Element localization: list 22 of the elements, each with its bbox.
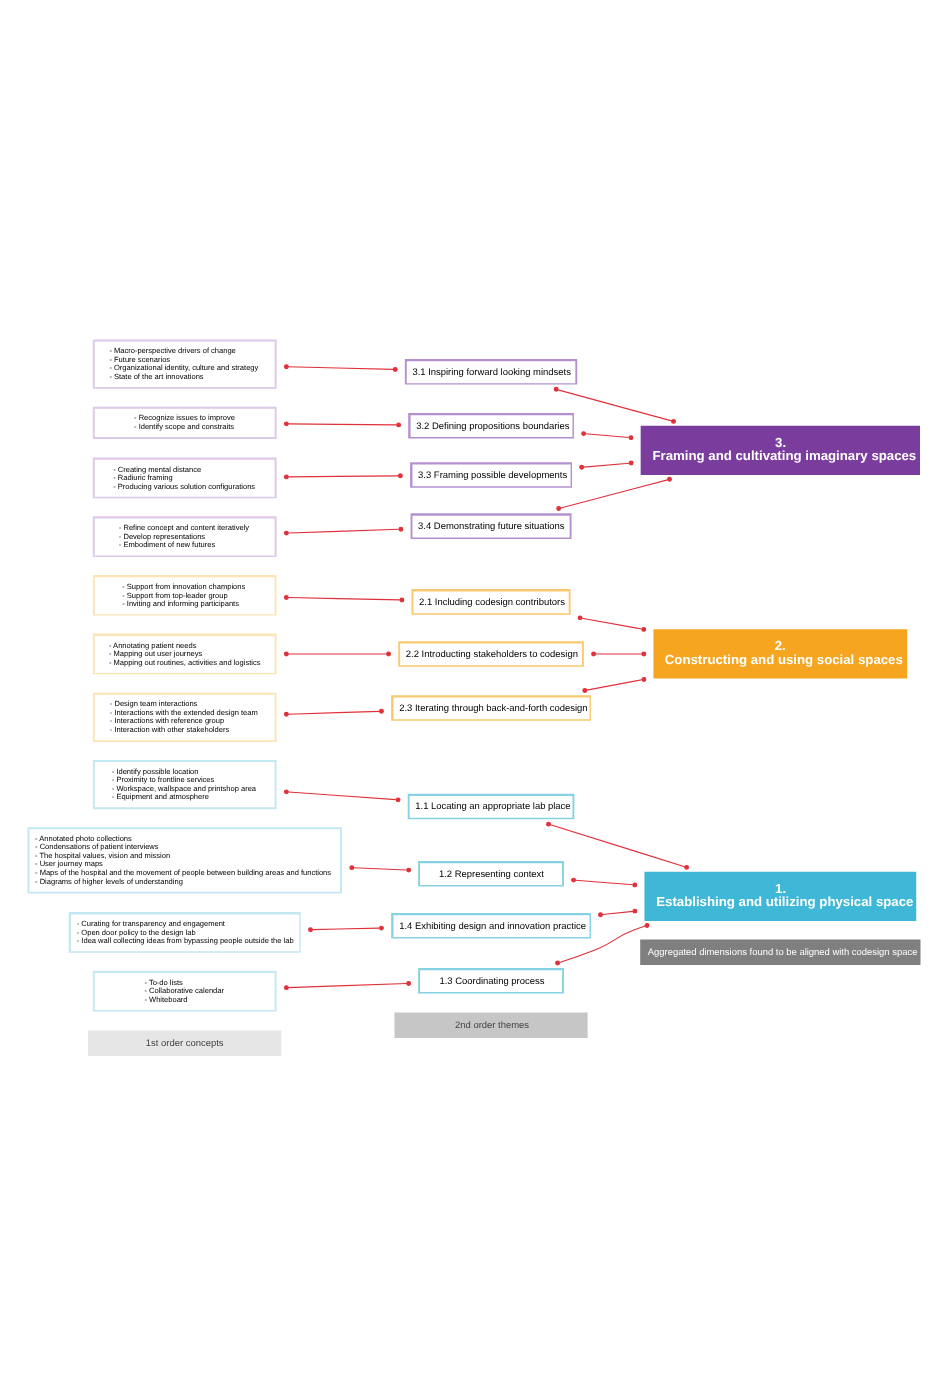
connector	[591, 650, 647, 656]
connector	[349, 864, 412, 872]
connector	[571, 876, 638, 887]
connector	[556, 475, 672, 510]
connector	[283, 594, 405, 602]
connector	[555, 921, 650, 965]
connector	[598, 907, 638, 917]
connector	[579, 459, 634, 469]
connector	[283, 525, 404, 535]
connector	[553, 385, 676, 423]
connector	[283, 788, 401, 802]
connector	[308, 924, 384, 932]
connector	[283, 363, 398, 371]
connector	[283, 472, 403, 479]
connector	[283, 980, 412, 990]
connector	[582, 675, 647, 692]
connector	[283, 420, 402, 427]
connector	[283, 707, 384, 716]
connector	[546, 820, 690, 869]
connector	[283, 650, 391, 656]
connector	[581, 430, 634, 440]
connector	[577, 614, 647, 631]
